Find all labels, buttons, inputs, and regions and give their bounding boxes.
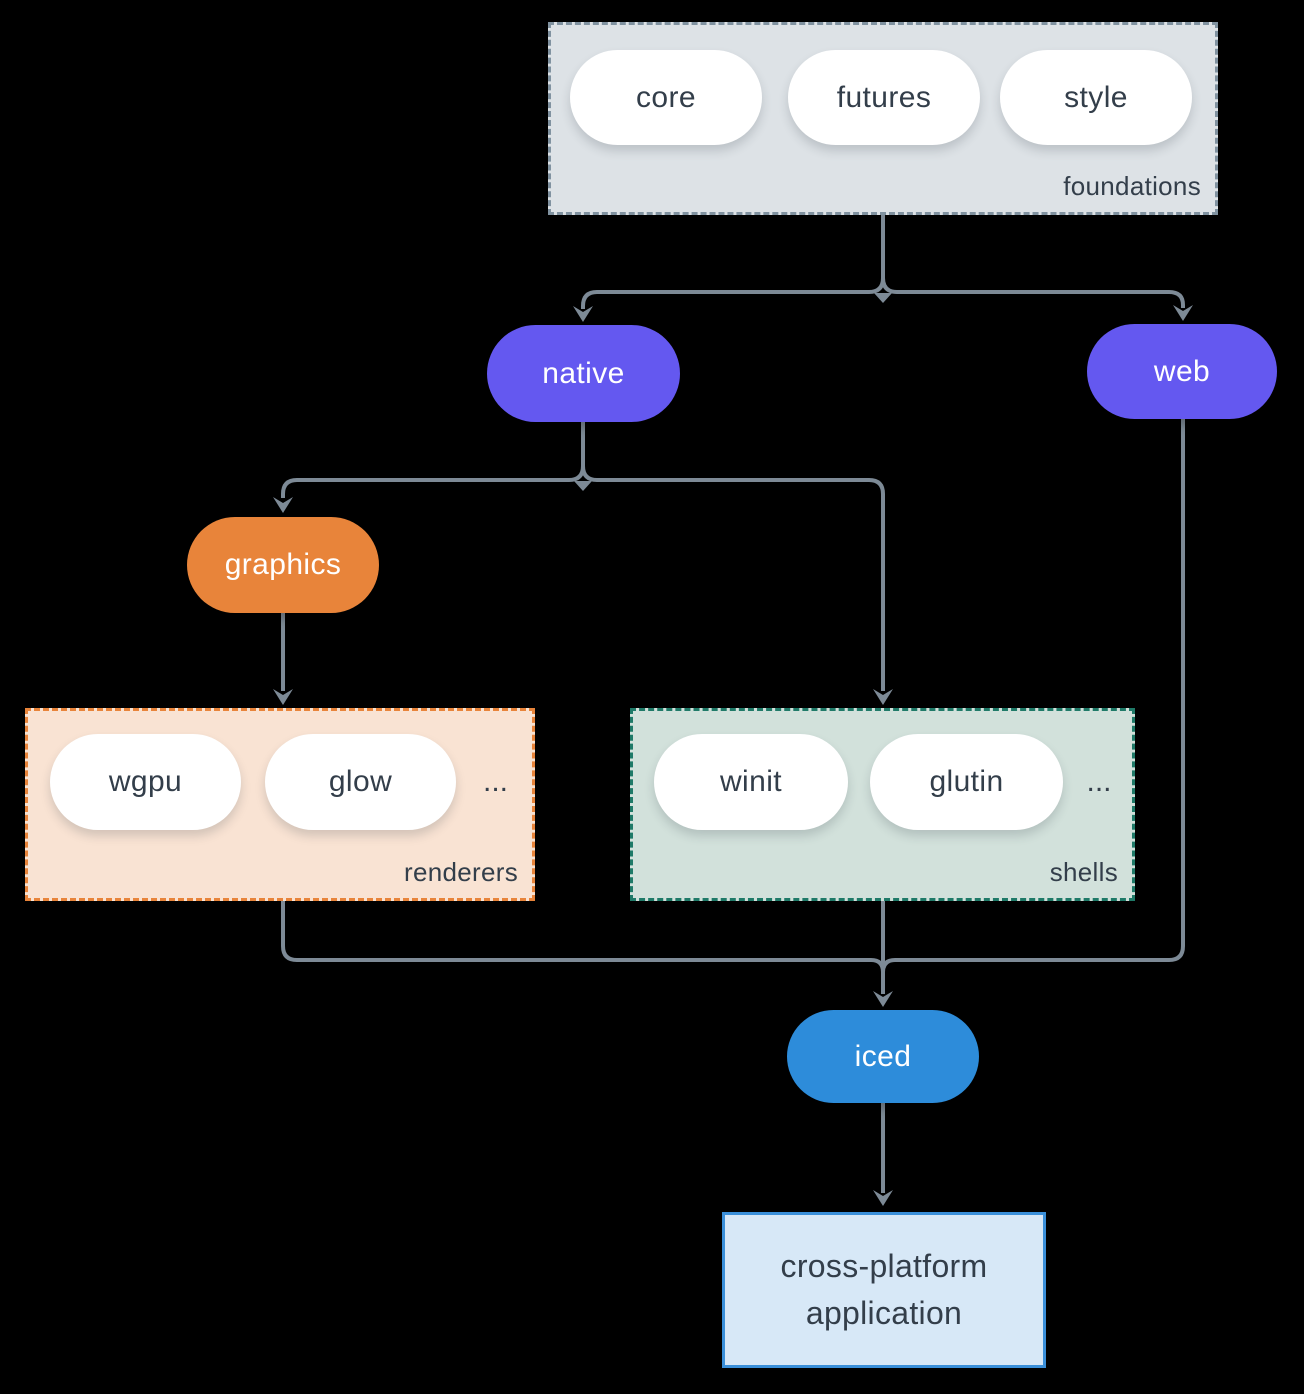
node-futures: futures xyxy=(788,50,980,145)
group-label-foundations: foundations xyxy=(1063,171,1201,201)
arrowhead-application xyxy=(873,1190,893,1206)
node-web: web xyxy=(1087,324,1277,419)
edge-foundations-web xyxy=(881,215,1185,308)
edge-foundations-native xyxy=(581,215,885,309)
node-native: native xyxy=(487,325,680,422)
split-funnel-native xyxy=(574,481,592,491)
node-style: style xyxy=(1000,50,1192,145)
node-winit: winit xyxy=(654,734,848,830)
group-label-renderers: renderers xyxy=(404,857,518,887)
renderers-ellipsis: ... xyxy=(482,765,508,798)
arrowhead-native xyxy=(573,306,593,322)
shells-ellipsis: ... xyxy=(1086,765,1112,798)
split-funnel-foundations xyxy=(874,293,892,303)
node-glutin: glutin xyxy=(870,734,1063,830)
node-glow: glow xyxy=(265,734,456,830)
arrowhead-web xyxy=(1173,305,1193,321)
arrowhead-shells xyxy=(873,689,893,705)
node-graphics: graphics xyxy=(187,517,379,613)
arrowhead-renderers xyxy=(273,689,293,705)
edge-renderers-iced xyxy=(281,901,885,973)
arrowhead-iced xyxy=(873,991,893,1007)
node-cross-platform-application: cross-platform application xyxy=(722,1212,1046,1368)
node-wgpu: wgpu xyxy=(50,734,241,830)
node-iced: iced xyxy=(787,1010,979,1103)
application-label-line2: application xyxy=(805,1295,963,1331)
group-label-shells: shells xyxy=(1049,857,1118,887)
group-renderers: wgpu glow ... renderers xyxy=(25,708,535,901)
edge-native-graphics xyxy=(281,422,585,498)
arrowhead-graphics xyxy=(273,497,293,513)
group-foundations: core futures style foundations xyxy=(548,22,1218,215)
application-label-line1: cross-platform xyxy=(780,1248,988,1284)
node-core: core xyxy=(570,50,762,145)
edge-native-shells xyxy=(581,422,885,691)
group-shells: winit glutin ... shells xyxy=(630,708,1135,901)
